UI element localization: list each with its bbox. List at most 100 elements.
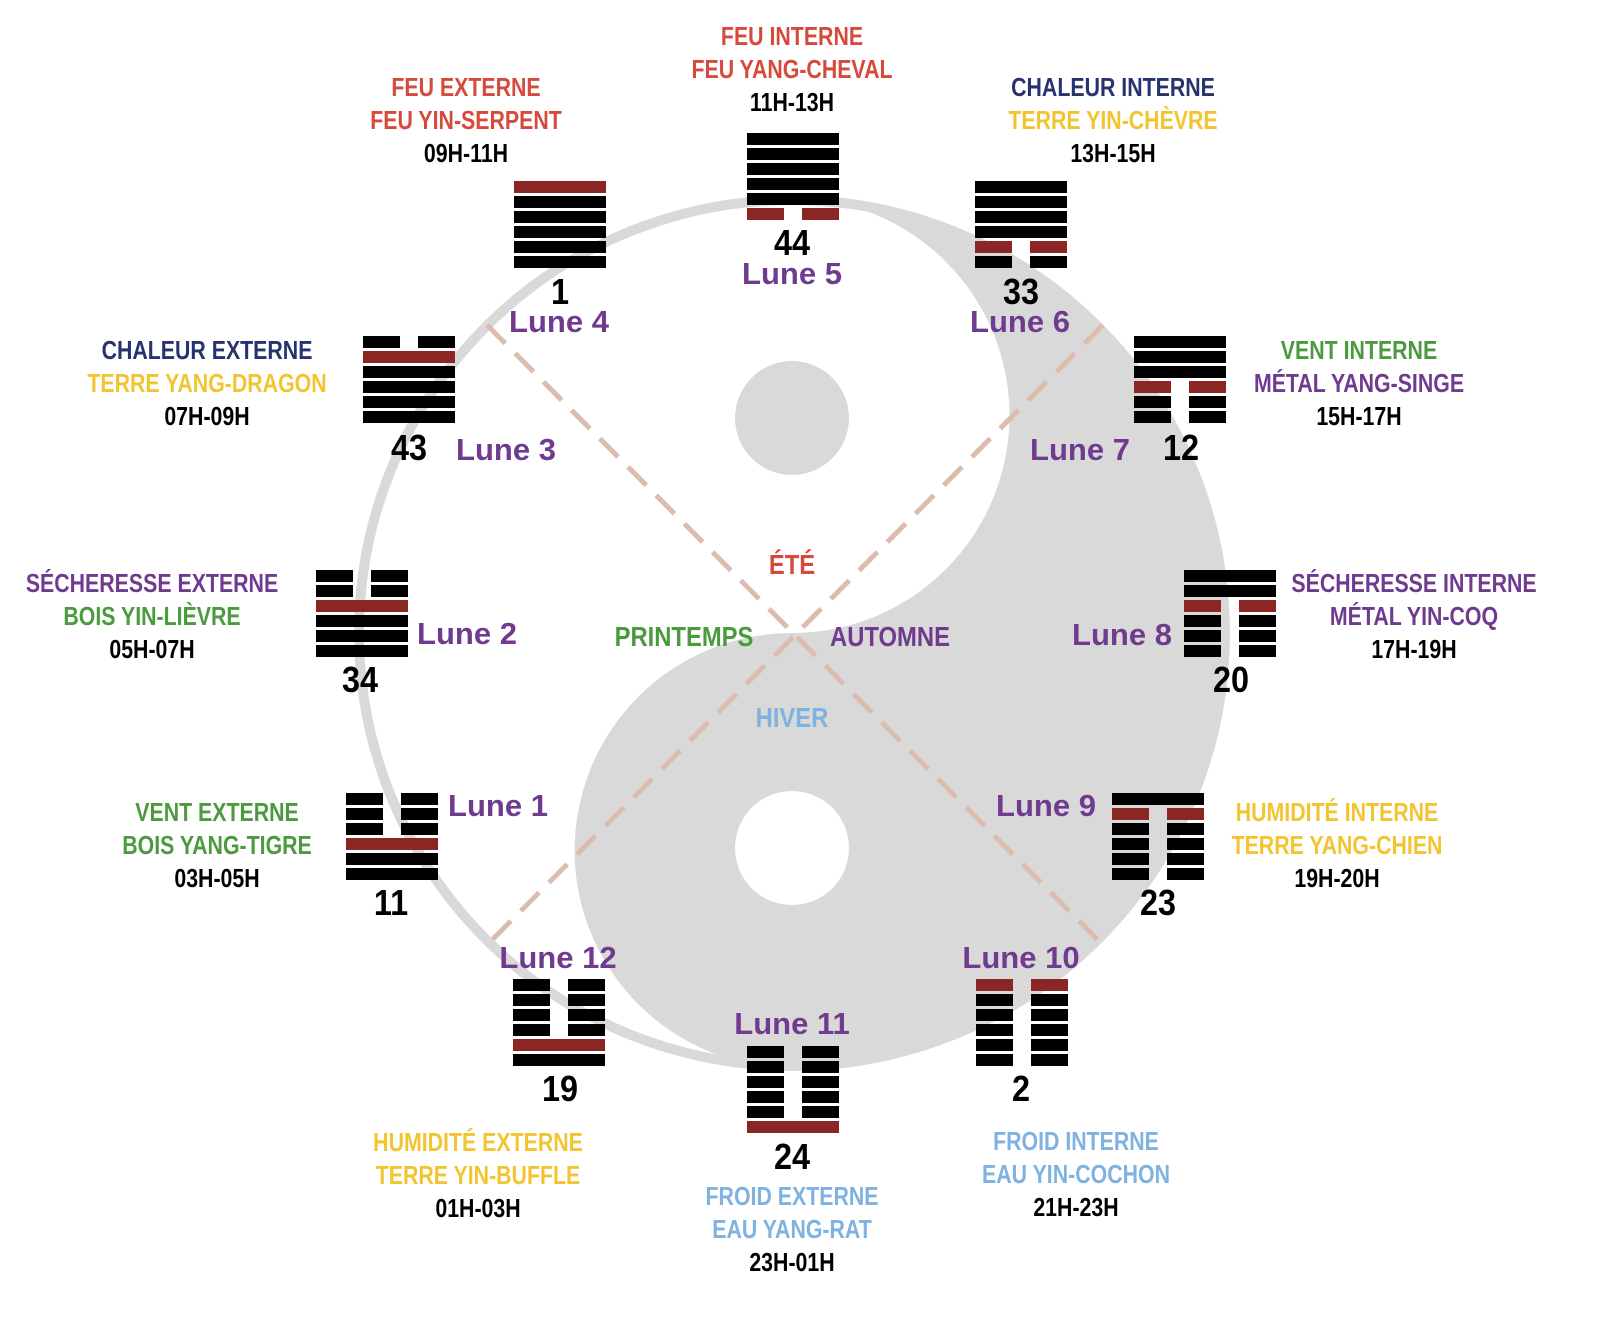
label-line-1: FEU INTERNE [720, 21, 864, 51]
hexagram-20 [1184, 570, 1276, 660]
hexagram-34 [316, 570, 408, 660]
line-segment [1031, 1039, 1068, 1051]
yang-line [747, 163, 839, 175]
line-segment [802, 1091, 839, 1103]
yin-line [513, 1024, 605, 1036]
yang-line [747, 178, 839, 190]
season-spring: PRINTEMPS [614, 621, 754, 652]
line-segment [747, 148, 839, 160]
line-segment [975, 241, 1012, 253]
hexagram-number: 24 [773, 1136, 811, 1177]
yin-line [976, 1024, 1068, 1036]
line-segment [976, 1009, 1013, 1021]
season-autumn: AUTOMNE [830, 621, 950, 652]
yang-line [363, 381, 455, 393]
yin-line [513, 979, 605, 991]
label-line-2: BOIS YIN-LIÈVRE [63, 601, 241, 631]
label-line-1: SÉCHERESSE INTERNE [1291, 568, 1537, 598]
line-segment [316, 600, 408, 612]
line-segment [316, 645, 408, 657]
line-segment [1189, 381, 1226, 393]
hexagram-number: 19 [541, 1068, 579, 1109]
line-segment [1112, 823, 1149, 835]
yin-line-changing [1184, 600, 1276, 612]
yin-line [363, 336, 455, 348]
line-segment [363, 411, 455, 423]
label-line-2: EAU YANG-RAT [712, 1214, 872, 1244]
hexagram-number: 1 [550, 271, 570, 312]
yin-line [1112, 853, 1204, 865]
label-line-3: 03H-05H [174, 863, 260, 893]
lune-3: Lune 3 [456, 432, 556, 467]
line-segment [1189, 396, 1226, 408]
label-line-3: 07H-09H [164, 401, 250, 431]
season-summer: ÉTÉ [768, 549, 816, 580]
label-line-2: TERRE YANG-DRAGON [87, 368, 327, 398]
line-segment [802, 1046, 839, 1058]
line-segment [1167, 868, 1204, 880]
line-segment [513, 1054, 605, 1066]
hexagram-24 [747, 1046, 839, 1136]
yang-line [363, 411, 455, 423]
yang-line [363, 396, 455, 408]
line-segment [747, 1106, 784, 1118]
line-segment [363, 366, 455, 378]
diagonal-dashed-line [485, 323, 1105, 947]
yin-line [747, 1046, 839, 1058]
line-segment [976, 1024, 1013, 1036]
yin-line [346, 823, 438, 835]
line-segment [1134, 351, 1226, 363]
yin-yang-bottom-dot [735, 791, 849, 905]
line-segment [1112, 808, 1149, 820]
lune-7: Lune 7 [1030, 432, 1130, 467]
line-segment [1184, 570, 1276, 582]
line-segment [747, 1061, 784, 1073]
yang-line [1134, 351, 1226, 363]
line-segment [513, 994, 550, 1006]
label-line-1: VENT INTERNE [1280, 335, 1438, 365]
line-segment [514, 196, 606, 208]
yang-line-changing [316, 600, 408, 612]
label-line-3: 17H-19H [1371, 634, 1457, 664]
yin-line-changing [1134, 381, 1226, 393]
line-segment [1184, 600, 1221, 612]
yang-line [346, 868, 438, 880]
hexagram-23 [1112, 793, 1204, 883]
yang-line-changing [346, 838, 438, 850]
hexagram-12 [1134, 336, 1226, 426]
lune-1: Lune 1 [448, 788, 548, 823]
yang-line-changing [513, 1039, 605, 1051]
label-line-1: HUMIDITÉ EXTERNE [373, 1127, 583, 1157]
yin-line [747, 1091, 839, 1103]
line-segment [363, 396, 455, 408]
yin-line [316, 585, 408, 597]
lune-11: Lune 11 [734, 1006, 850, 1041]
label-line-2: TERRE YIN-CHÈVRE [1008, 105, 1218, 135]
yang-line [1134, 366, 1226, 378]
yang-line [316, 645, 408, 657]
lune-6: Lune 6 [970, 304, 1070, 339]
yin-line [976, 1054, 1068, 1066]
label-line-3: 13H-15H [1070, 138, 1156, 168]
yang-line [975, 226, 1067, 238]
line-segment [1239, 600, 1276, 612]
yin-line-changing [975, 241, 1067, 253]
line-segment [514, 226, 606, 238]
line-segment [1030, 256, 1067, 268]
label-line-2: MÉTAL YANG-SINGE [1253, 368, 1465, 398]
yin-line-changing [747, 208, 839, 220]
line-segment [1184, 630, 1221, 642]
yang-line [1134, 336, 1226, 348]
line-segment [747, 1091, 784, 1103]
yin-line [976, 1039, 1068, 1051]
line-segment [1112, 838, 1149, 850]
line-segment [513, 1024, 550, 1036]
yang-line [975, 181, 1067, 193]
yin-line [976, 1009, 1068, 1021]
hexagram-number: 34 [341, 659, 379, 700]
yin-line [346, 808, 438, 820]
label-line-1: VENT EXTERNE [135, 797, 299, 827]
yin-line [1134, 411, 1226, 423]
hexagram-number: 11 [373, 882, 409, 923]
